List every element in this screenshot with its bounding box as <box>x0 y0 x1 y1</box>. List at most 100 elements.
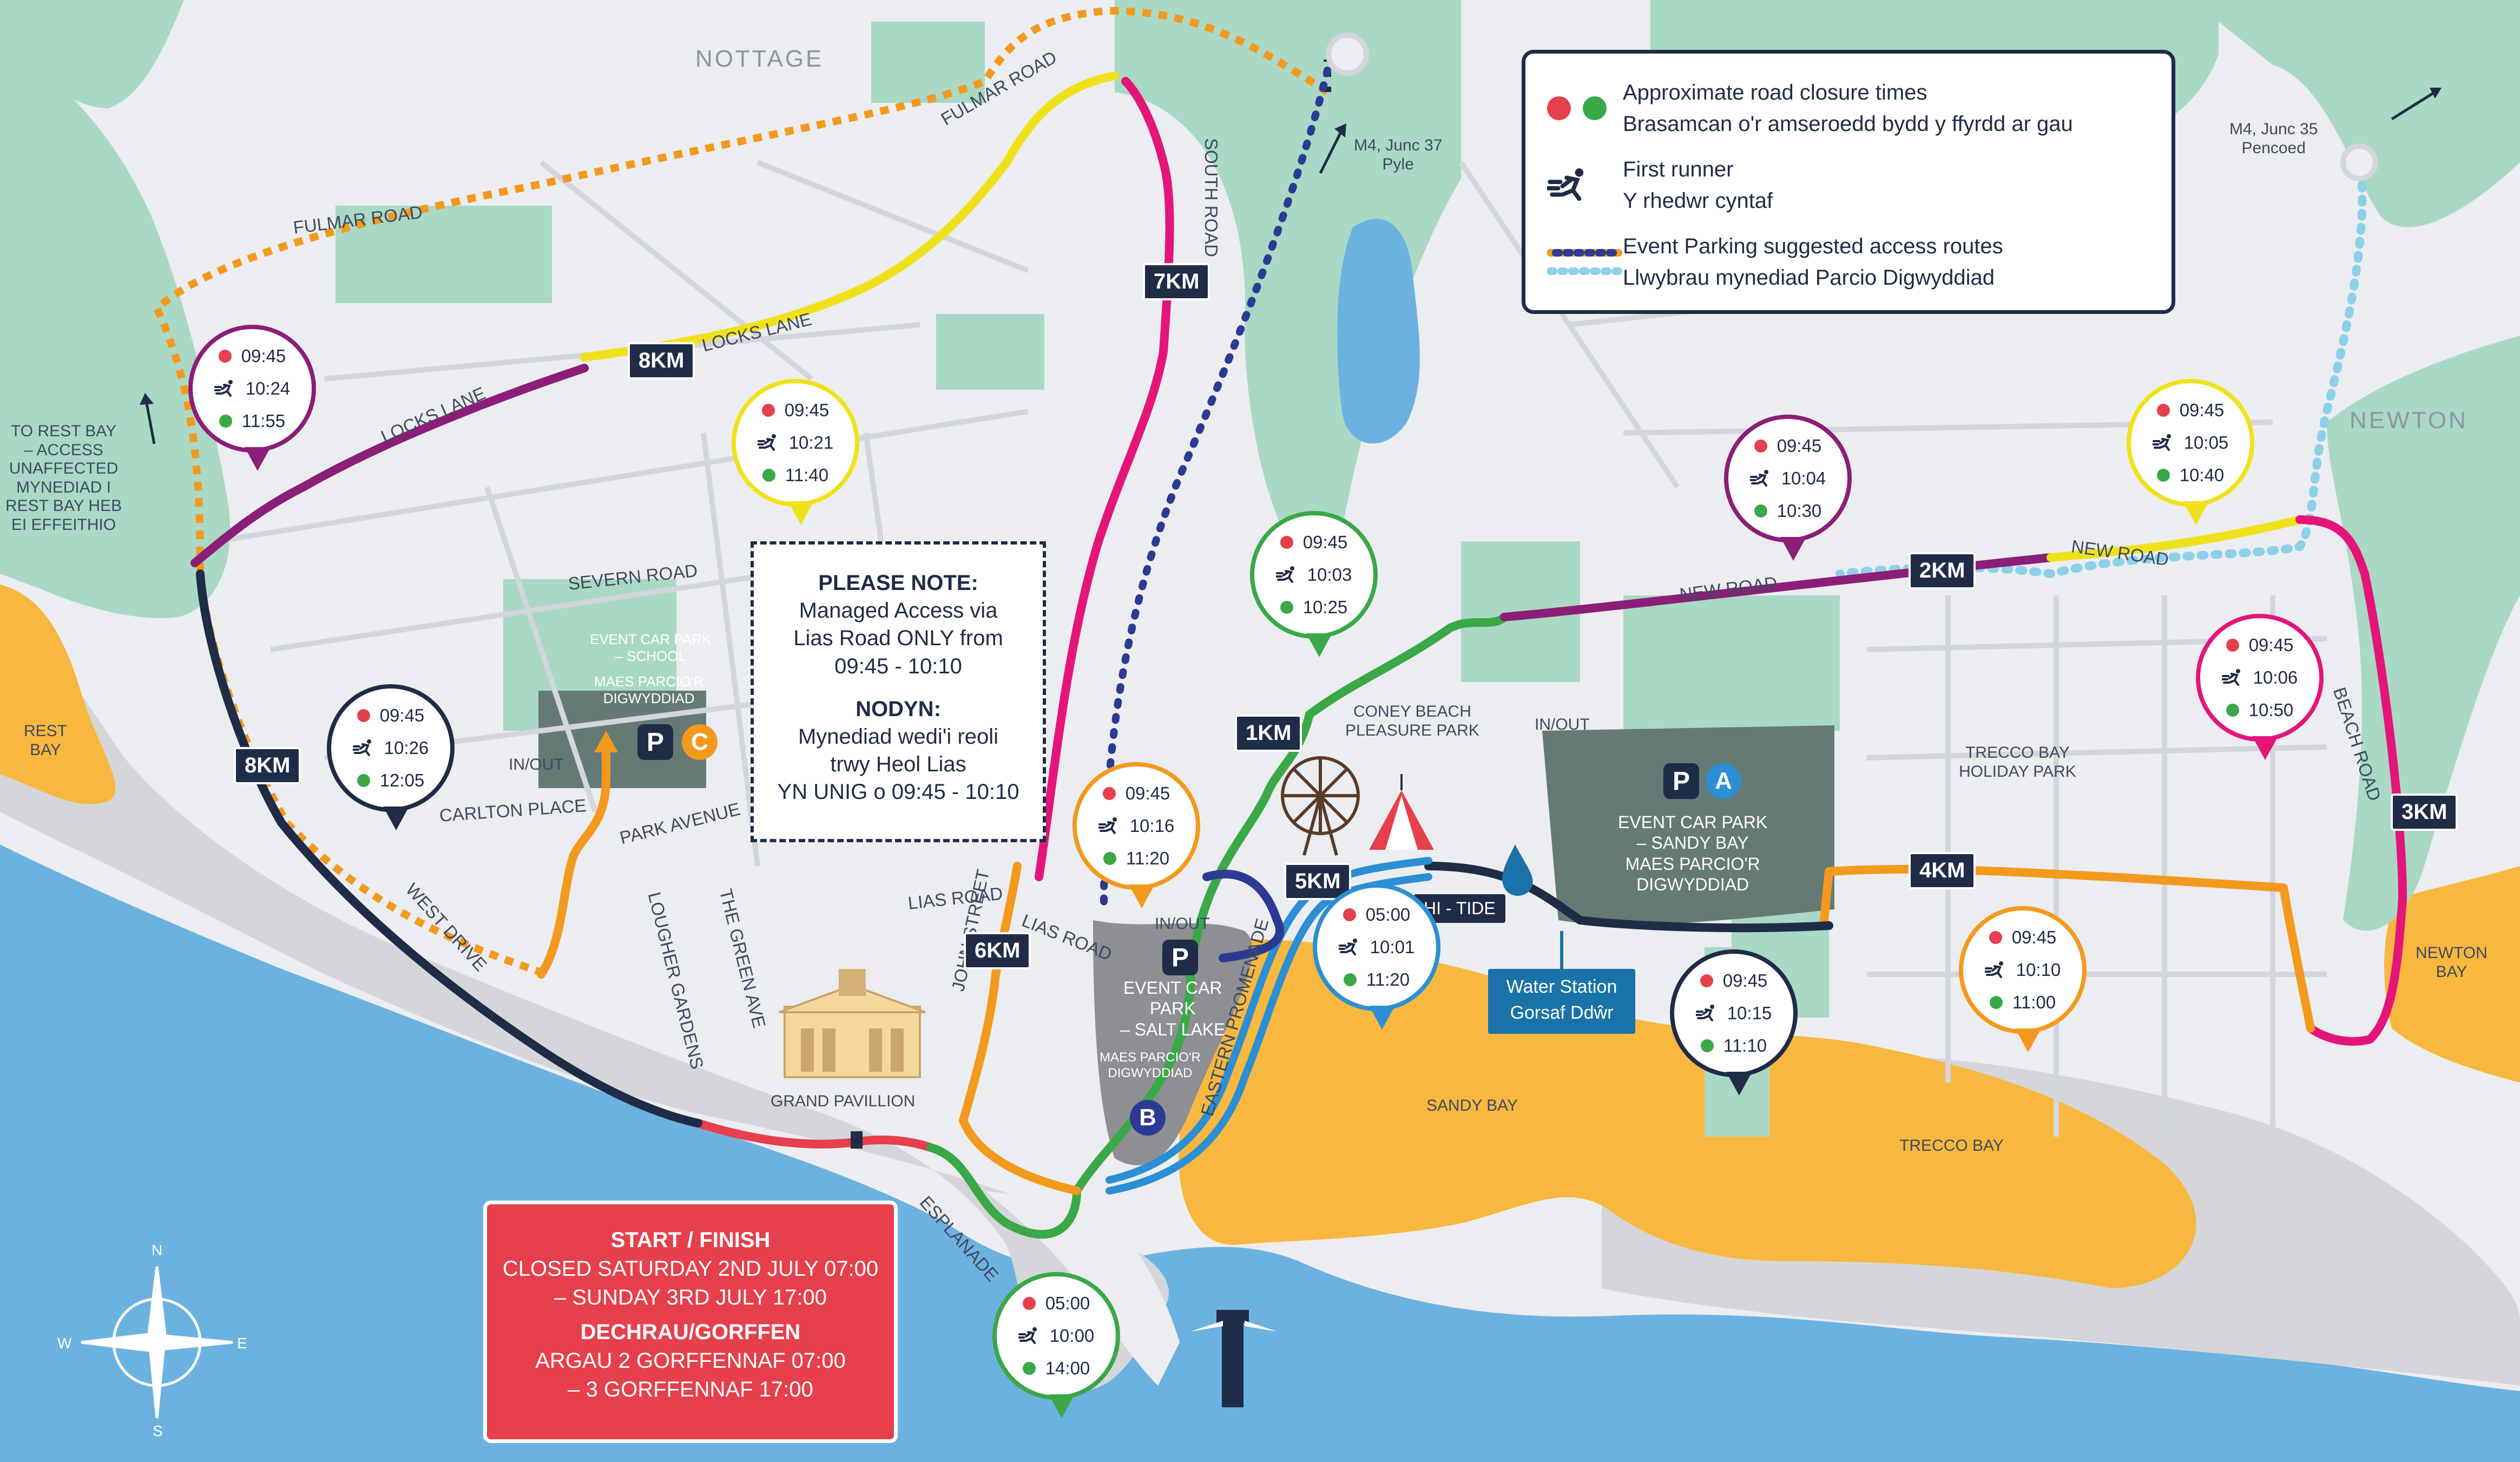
open-dot-icon <box>1103 852 1116 865</box>
runner-icon <box>1338 939 1357 955</box>
runner-time: 10:01 <box>1370 937 1415 957</box>
compass-e: E <box>237 1335 247 1352</box>
open-time: 10:40 <box>2179 465 2225 485</box>
note-body-en: Managed Access via Lias Road ONLY from 0… <box>793 599 1003 678</box>
runner-icon <box>757 434 776 451</box>
runner-icon <box>352 739 371 756</box>
closure-row: 09:45 <box>1280 528 1347 556</box>
km-marker-1: 1KM <box>1235 714 1302 752</box>
place-m4-junc-37: M4, Junc 37 Pyle <box>1354 136 1443 173</box>
bubble-pointer <box>2015 1028 2041 1052</box>
open-time: 12:05 <box>379 770 425 790</box>
place-grand-pavillion: GRAND PAVILLION <box>771 1092 916 1110</box>
car-park-b-badge: B <box>1130 1100 1166 1136</box>
bubble-pointer <box>245 447 271 471</box>
place-m4-junc-35: M4, Junc 35 Pencoed <box>2229 120 2318 157</box>
open-dot-icon <box>1280 601 1293 614</box>
runner-row: 10:04 <box>1749 464 1826 493</box>
ferris-wheel-icon <box>1281 756 1360 856</box>
runner-icon <box>2152 434 2171 451</box>
runner-time: 10:06 <box>2253 667 2298 687</box>
runner-time: 10:26 <box>384 738 429 758</box>
parking-icon-school: P <box>637 724 673 760</box>
open-time: 11:10 <box>1723 1035 1767 1055</box>
closed-dot-icon <box>2226 639 2239 652</box>
closure-row: 09:45 <box>218 342 286 370</box>
closed-dot-icon <box>1343 908 1356 921</box>
km-marker-8-west: 8KM <box>234 747 301 784</box>
car-park-a-label: EVENT CAR PARK – SANDY BAY MAES PARCIO'R… <box>1618 812 1768 895</box>
route-blue <box>1106 857 1432 1184</box>
runner-icon <box>1695 1005 1714 1021</box>
bubble-pointer <box>1129 884 1155 908</box>
car-park-c-label: EVENT CAR PARK – SCHOOL <box>590 631 712 665</box>
closed-dot-icon <box>1700 974 1713 987</box>
closed-time: 09:45 <box>2011 927 2057 947</box>
closure-row: 09:45 <box>1754 432 1821 460</box>
open-dot-icon <box>1583 96 1607 120</box>
legend-runner-cy: Y rhedwr cyntaf <box>1623 189 1773 213</box>
open-time: 11:40 <box>785 465 829 485</box>
closure-row: 09:45 <box>1102 779 1170 808</box>
runner-time: 10:21 <box>788 432 834 453</box>
open-time: 11:55 <box>241 411 286 431</box>
note-title-en: PLEASE NOTE: <box>818 571 978 595</box>
open-row: 14:00 <box>1022 1354 1090 1382</box>
bubble-pointer <box>2252 736 2278 760</box>
runner-time: 10:04 <box>1781 468 1826 488</box>
closure-row: 09:45 <box>357 702 425 730</box>
km-marker-8-north: 8KM <box>628 342 695 379</box>
closed-dot-icon <box>1280 536 1293 549</box>
closed-time: 09:45 <box>379 705 425 725</box>
open-dot-icon <box>1700 1039 1714 1052</box>
sandy-bay-car-park <box>1542 725 1834 925</box>
grand-pavillion-icon <box>779 969 926 1078</box>
open-dot-icon <box>1754 504 1767 517</box>
closure-row: 05:00 <box>1022 1289 1090 1317</box>
bubble-pointer <box>788 501 814 525</box>
place-coney-beach: CONEY BEACH PLEASURE PARK <box>1345 703 1479 739</box>
runner-icon <box>1018 1327 1037 1344</box>
km-marker-4: 4KM <box>1909 852 1976 889</box>
school-car-park <box>538 691 706 788</box>
route-pink-south <box>1035 77 1174 881</box>
closed-dot-icon <box>218 350 232 363</box>
bubble-pointer <box>1369 1006 1395 1030</box>
legend-closure-en: Approximate road closure times <box>1623 81 1927 104</box>
km-marker-6: 6KM <box>964 932 1031 969</box>
bubble-pointer <box>383 807 409 830</box>
lake <box>1337 219 1420 444</box>
closed-dot-icon <box>1547 96 1571 120</box>
route-orange-john <box>959 862 1081 1195</box>
place-nottage: NOTTAGE <box>695 45 824 72</box>
legend-runner-en: First runner <box>1623 158 1734 181</box>
open-row: 12:05 <box>357 766 425 795</box>
open-dot-icon <box>2156 469 2170 482</box>
runner-time: 10:24 <box>245 378 291 398</box>
runner-row: 10:03 <box>1275 561 1352 589</box>
km-marker-3: 3KM <box>2391 794 2458 831</box>
rest-bay-green <box>0 43 231 618</box>
start-title-cy: DECHRAU/GORFFEN <box>580 1320 801 1344</box>
runner-row: 10:16 <box>1098 812 1174 840</box>
place-newton: NEWTON <box>2350 407 2468 434</box>
km-marker-7: 7KM <box>1143 263 1210 300</box>
water-drop-icon <box>1502 844 1533 896</box>
closure-time-bubble: 09:45 10:24 11:55 <box>188 325 316 471</box>
note-title-cy: NODYN: <box>856 697 941 721</box>
closure-time-bubble: 09:45 10:26 12:05 <box>327 684 455 830</box>
salt-lake-car-park <box>1093 920 1253 1165</box>
open-dot-icon <box>219 415 232 428</box>
runner-row: 10:21 <box>757 429 834 457</box>
compass-w: W <box>57 1335 72 1352</box>
route-yellow-north <box>580 71 1119 362</box>
bubble-pointer <box>1726 1072 1752 1096</box>
closed-dot-icon <box>2156 404 2170 417</box>
open-row: 11:55 <box>219 407 285 435</box>
closed-dot-icon <box>1989 931 2002 944</box>
